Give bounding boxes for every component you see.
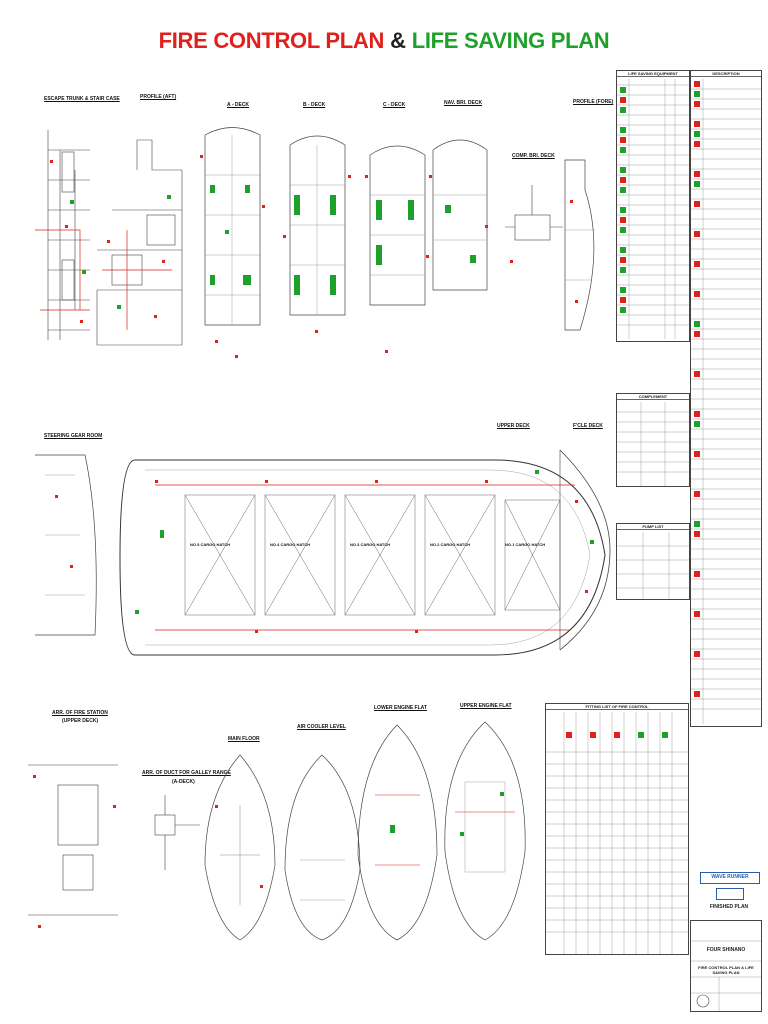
comp-bri-deck-plan	[505, 185, 563, 263]
complement-table-title: COMPLEMENT	[617, 394, 689, 400]
pump-list-table: PUMP LIST	[616, 523, 690, 600]
pump-list-grid	[617, 532, 689, 599]
c-deck-plan	[365, 145, 429, 353]
title-fire-control: FIRE CONTROL PLAN	[158, 28, 385, 53]
hold-3-label: NO.3 CARGO HATCH	[350, 542, 391, 547]
description-legend-table: DESCRIPTION	[690, 70, 762, 727]
label-profile-fore: PROFILE (FORE)	[573, 99, 614, 105]
upper-deck-hull-plan	[119, 459, 606, 656]
fcle-deck-plan	[559, 449, 611, 651]
label-c-deck: C - DECK	[383, 102, 406, 108]
title-block: FOUR SHINANO FIRE CONTROL PLAN & LIFE SA…	[690, 920, 762, 1012]
lower-engine-flat-plan	[357, 724, 438, 941]
life-saving-table-grid	[617, 79, 689, 339]
label-lower-engine-flat: LOWER ENGINE FLAT	[374, 705, 427, 711]
description-table-title: DESCRIPTION	[691, 71, 761, 77]
upper-engine-flat-plan	[444, 721, 526, 941]
fitting-list-table: FITTING LIST OF FIRE CONTROL	[545, 703, 689, 955]
label-profile-aft: PROFILE (AFT)	[140, 94, 177, 100]
label-main-floor: MAIN FLOOR	[228, 736, 260, 742]
label-fcle-deck: F'CLE DECK	[573, 423, 603, 429]
description-legend-grid	[691, 79, 761, 724]
label-arr-duct-sub: (A-DECK)	[172, 779, 195, 785]
hold-1-label: NO.1 CARGO HATCH	[505, 542, 546, 547]
label-steering-gear: STEERING GEAR ROOM	[44, 433, 103, 439]
profile-aft-drawing	[96, 139, 183, 346]
hold-2-label: NO.2 CARGO HATCH	[430, 542, 471, 547]
label-a-deck: A - DECK	[227, 102, 250, 108]
label-escape-trunk: ESCAPE TRUNK & STAIR CASE	[44, 96, 120, 102]
a-deck-plan	[200, 127, 265, 358]
galley-duct-arrangement	[154, 795, 200, 870]
label-arr-fire-station: ARR. OF FIRE STATION	[52, 710, 108, 716]
label-comp-bri-deck: COMP. BRI. DECK	[512, 153, 555, 159]
pump-list-title: PUMP LIST	[617, 524, 689, 530]
hold-5-label: NO.5 CARGO HATCH	[190, 542, 231, 547]
wave-runner-logo	[716, 888, 744, 900]
ship-name: FOUR SHINANO	[706, 947, 746, 953]
drawing-title: FIRE CONTROL PLAN&LIFE SAVING PLAN	[0, 28, 768, 54]
label-air-cooler: AIR COOLER LEVEL	[297, 724, 346, 730]
drawing-name: FIRE CONTROL PLAN & LIFE SAVING PLAN	[698, 965, 754, 975]
fitting-list-grid	[546, 712, 688, 954]
complement-table: COMPLEMENT	[616, 393, 690, 487]
label-arr-duct-galley: ARR. OF DUCT FOR GALLEY RANGE	[142, 770, 231, 776]
label-arr-fire-station-sub: (UPPER DECK)	[62, 718, 99, 724]
air-cooler-level-plan	[284, 754, 361, 941]
profile-fore-drawing	[564, 159, 595, 331]
label-upper-engine-flat: UPPER ENGINE FLAT	[460, 703, 512, 709]
label-b-deck: B - DECK	[303, 102, 326, 108]
wave-runner-badge: WAVE RUNNER	[700, 872, 760, 884]
b-deck-plan	[283, 135, 351, 333]
title-block-grid	[691, 940, 761, 1011]
title-life-saving: LIFE SAVING PLAN	[411, 28, 610, 53]
main-floor-plan	[204, 754, 276, 941]
steering-gear-plan	[35, 454, 97, 636]
fitting-list-title: FITTING LIST OF FIRE CONTROL	[546, 704, 688, 710]
hold-4-label: NO.4 CARGO HATCH	[270, 542, 311, 547]
title-ampersand: &	[390, 28, 406, 53]
fire-station-arrangement	[28, 764, 118, 928]
escape-trunk-drawing	[35, 130, 90, 340]
finished-plan-label: FINISHED PLAN	[709, 904, 749, 910]
complement-table-grid	[617, 402, 689, 486]
label-upper-deck: UPPER DECK	[497, 423, 530, 429]
life-saving-equipment-table: LIFE SAVING EQUIPMENT	[616, 70, 690, 342]
label-nav-bri-deck: NAV. BRI. DECK	[444, 100, 483, 106]
nav-bri-deck-plan	[429, 139, 488, 291]
life-saving-table-title: LIFE SAVING EQUIPMENT	[617, 71, 689, 77]
